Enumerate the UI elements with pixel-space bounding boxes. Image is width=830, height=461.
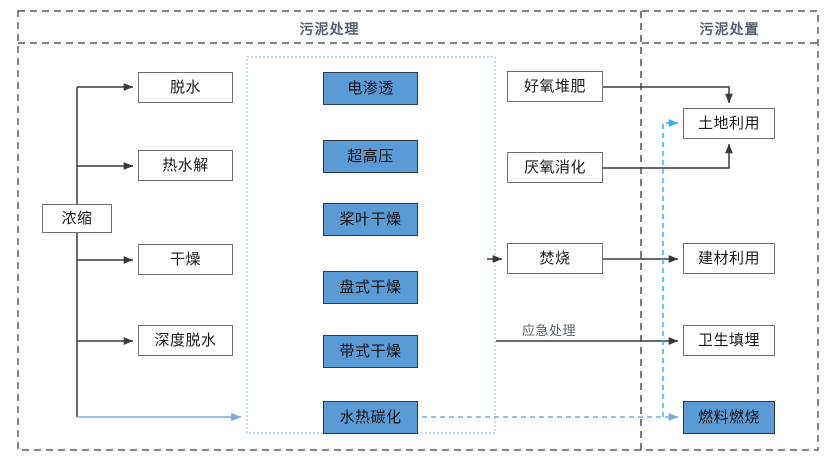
node-reshuijie[interactable]: 热水解 — [138, 150, 233, 181]
outer-frame — [17, 10, 819, 451]
node-ganzao[interactable]: 干燥 — [138, 244, 233, 275]
edge-label-yingji-chuli: 应急处理 — [522, 323, 577, 338]
node-fenshao[interactable]: 焚烧 — [507, 243, 603, 274]
band-title-treatment: 污泥处理 — [299, 21, 360, 37]
technology-group-box — [246, 56, 496, 434]
node-dianshentou[interactable]: 电渗透 — [323, 72, 418, 105]
node-jiancai-liyong[interactable]: 建材利用 — [683, 243, 775, 274]
node-chaogaoya[interactable]: 超高压 — [323, 140, 418, 173]
node-nongsuo[interactable]: 浓缩 — [42, 204, 112, 233]
node-shendu-tuoshui[interactable]: 深度脱水 — [138, 325, 233, 356]
node-shuire-tanhua[interactable]: 水热碳化 — [323, 401, 418, 434]
node-yanyang-xiaohua[interactable]: 厌氧消化 — [507, 152, 603, 183]
edge-haoyang-to-tudi — [603, 86, 733, 104]
node-jiangye-ganzao[interactable]: 桨叶干燥 — [323, 203, 418, 236]
node-panshi-ganzao[interactable]: 盘式干燥 — [323, 271, 418, 304]
node-tuoshui[interactable]: 脱水 — [138, 72, 233, 103]
node-weisheng-tianmai[interactable]: 卫生填埋 — [683, 325, 775, 356]
node-tudi-liyong[interactable]: 土地利用 — [683, 108, 775, 139]
edge-shuire-to-tudi — [662, 119, 679, 417]
edge-yanyang-to-tudi — [603, 143, 733, 169]
node-ranliao-ranshao[interactable]: 燃料燃烧 — [683, 401, 775, 434]
band-title-disposal: 污泥处置 — [699, 21, 760, 37]
node-haoyang-duifei[interactable]: 好氧堆肥 — [507, 71, 603, 102]
node-daishi-ganzao[interactable]: 带式干燥 — [323, 335, 418, 368]
